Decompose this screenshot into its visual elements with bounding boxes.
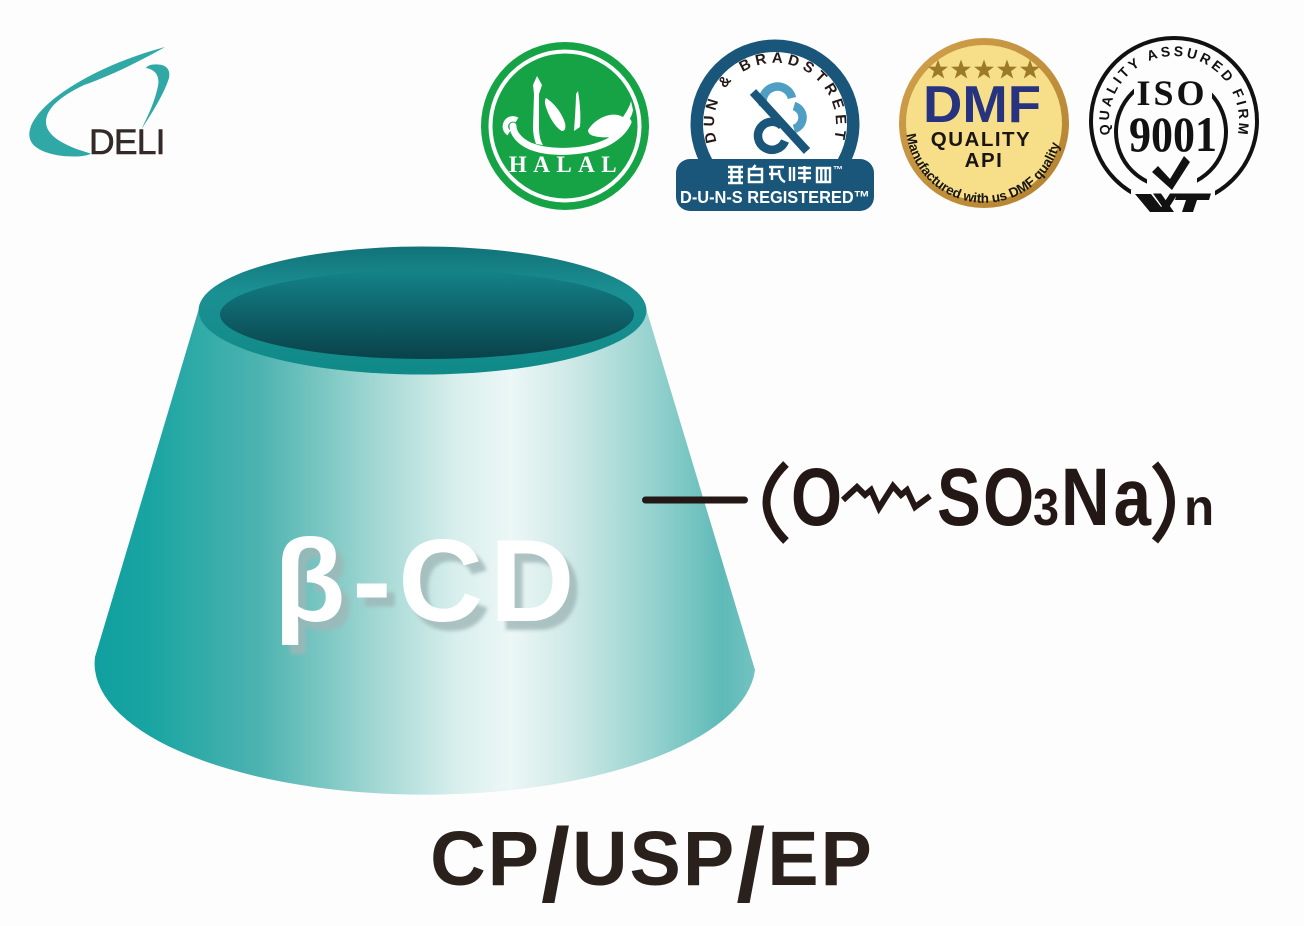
svg-text:CP/USP/EP: CP/USP/EP [430,808,874,924]
svg-text:9001: 9001 [1129,106,1217,162]
svg-text:ISO: ISO [1136,73,1207,113]
svg-text:™: ™ [833,165,843,176]
svg-text:3: 3 [1033,479,1059,537]
svg-text:DMF: DMF [923,76,1041,134]
svg-text:API: API [965,149,1004,172]
svg-text:SO: SO [937,451,1037,543]
svg-text:QUALITY: QUALITY [931,128,1031,151]
svg-text:β-CD: β-CD [274,515,581,646]
svg-text:Na: Na [1061,451,1155,543]
svg-text:D-U-N-S REGISTERED™: D-U-N-S REGISTERED™ [680,187,870,207]
svg-text:DELI: DELI [89,122,165,162]
svg-text:n: n [1184,478,1214,536]
svg-text:β-CD: β-CD [282,524,589,655]
svg-text:O: O [791,451,842,543]
svg-text:HALAL: HALAL [509,152,623,177]
